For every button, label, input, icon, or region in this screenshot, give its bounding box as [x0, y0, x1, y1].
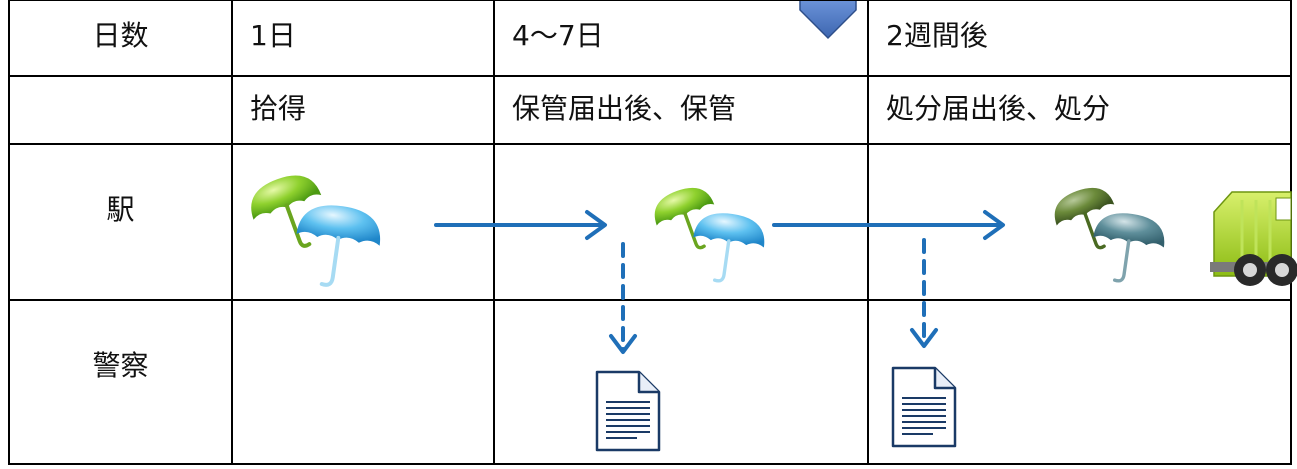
- action-storage: 保管届出後、保管: [512, 92, 737, 125]
- flow-arrow: [772, 210, 1005, 240]
- dashed-arrow: [910, 238, 938, 348]
- document-icon: [891, 366, 957, 448]
- row-label-police: 警察: [92, 349, 149, 382]
- document-icon: [595, 370, 661, 452]
- column-header-day1: 1日: [250, 19, 296, 52]
- action-pickup: 拾得: [250, 92, 307, 125]
- column-header-day4-7: 4〜7日: [512, 19, 604, 52]
- garbage-truck-icon: [1210, 191, 1297, 286]
- flow-arrow: [434, 210, 607, 240]
- dashed-arrow: [609, 242, 637, 354]
- column-header-week2: 2週間後: [886, 19, 988, 52]
- umbrella-pair-icon: [243, 166, 381, 287]
- row-label-station: 駅: [106, 193, 135, 226]
- umbrella-pair-icon: [648, 180, 765, 283]
- header-row-label: 日数: [92, 19, 149, 52]
- action-disposal: 処分届出後、処分: [886, 92, 1111, 125]
- pointer-tab-icon: [799, 0, 857, 40]
- umbrella-pair-dark-icon: [1048, 180, 1165, 283]
